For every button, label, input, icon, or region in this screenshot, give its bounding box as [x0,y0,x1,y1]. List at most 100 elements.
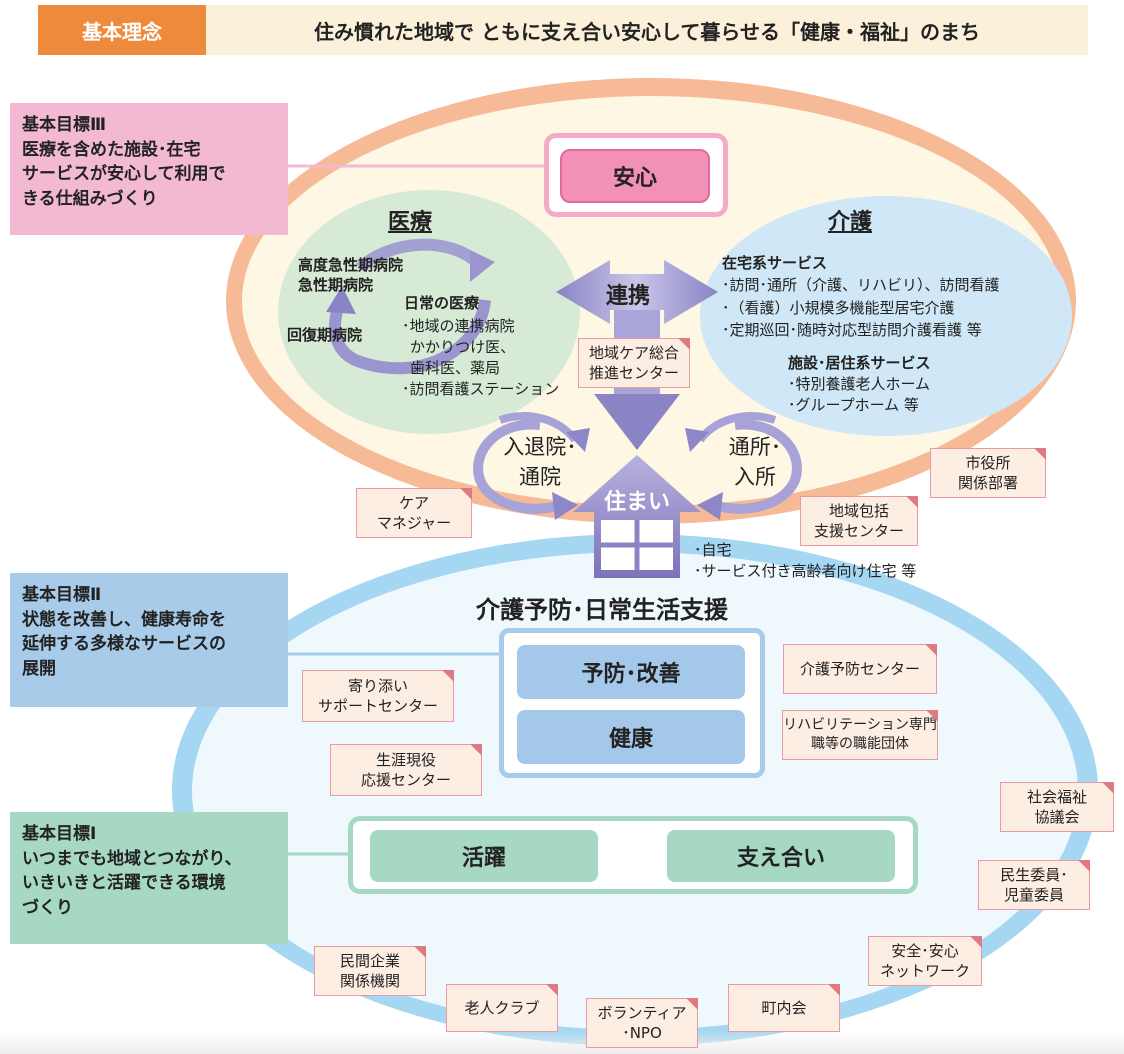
tag-line: 支援センター [813,522,904,540]
day-service-line: 通所･ [728,435,782,459]
daily-medical-item: かかりつけ医、 [410,338,516,356]
facility-services-title: 施設･居住系サービス [788,354,931,372]
prevention-center-tag: 介護予防センター [783,644,937,694]
admission-line: 入退院･ [503,435,577,459]
goal-2-line: 状態を改善し、健康寿命を [22,609,226,630]
goal-1-line: いきいきと活躍できる環境 [22,873,226,894]
tag-line: ケア [398,493,429,512]
goal-2-line: 延伸する多様なサービスの [22,634,226,655]
tag-line: 民生委員･ [1000,865,1068,884]
housing-list: ･自宅 ･サービス付き高齢者向け住宅 等 [694,540,916,582]
daily-medical-item: 歯科医、薬局 [410,359,501,377]
facility-services-list: ･特別養護老人ホーム ･グループホーム 等 [788,374,930,416]
prevention-improvement-box: 予防･改善 [517,645,745,699]
daily-medical-list: ･地域の連携病院 かかりつけ医、 歯科医、薬局 ･訪問看護ステーション [402,316,559,400]
volunteer-npo-tag: ボランティア ･NPO [586,998,698,1048]
goal-2-line: 基本目標Ⅱ [22,585,102,605]
acute-hospital-line: 高度急性期病院 [298,256,404,274]
tag-line: 関係機関 [339,972,400,990]
medical-cycle-arrow-bottom [329,298,491,375]
regional-support-center-tag: 地域包括 支援センター [800,496,918,546]
goal-2-box: 基本目標Ⅱ 状態を改善し、健康寿命を 延伸する多様なサービスの 展開 [10,573,288,707]
tag-line: ボランティア [597,1003,687,1022]
social-welfare-council-tag: 社会福祉 協議会 [1000,782,1114,832]
home-service-item: ･定期巡回･随時対応型訪問介護看護 等 [722,321,982,339]
facility-cycle-arrow [713,419,802,514]
goal-1-line: いつまでも地域とつながり、 [22,848,242,869]
home-services-list: ･訪問･通所（介護、リハビリ）、訪問看護 ･（看護）小規模多機能型居宅介護 ･定… [722,274,1000,342]
city-hall-tag: 市役所 関係部署 [930,448,1046,498]
daily-medical-title: 日常の医療 [404,294,480,312]
hospital-cycle-arrow [473,419,562,514]
lifelong-active-center-tag: 生涯現役 応援センター [330,744,482,796]
home-services-title: 在宅系サービス [722,254,828,272]
tag-line: 推進センター [588,364,679,382]
safety-network-tag: 安全･安心 ネットワーク [868,936,982,986]
acute-hospitals: 高度急性期病院 急性期病院 [298,255,403,296]
tag-line: マネジャー [376,514,452,532]
goal-3-box: 基本目標Ⅲ 医療を含めた施設･在宅 サービスが安心して利用で きる仕組みづくり [10,103,288,235]
welfare-commissioner-tag: 民生委員･ 児童委員 [978,860,1090,910]
mutual-support-box: 支え合い [667,830,895,882]
housing-item: ･サービス付き高齢者向け住宅 等 [694,562,917,580]
housing-label: 住まい [603,490,670,515]
goal-3-line: 医療を含めた施設･在宅 [22,139,201,160]
tag-line: サポートセンター [317,697,438,715]
goal-1-box: 基本目標Ⅰ いつまでも地域とつながり、 いきいきと活躍できる環境 づくり [10,812,288,944]
admission-label: 入退院･ 通院 [490,432,590,493]
home-service-item: ･訪問･通所（介護、リハビリ）、訪問看護 [722,276,1000,294]
philosophy-label: 基本理念 [38,5,206,55]
goal-3-line: きる仕組みづくり [22,188,158,209]
nursing-circle [700,196,1072,436]
tag-line: 安全･安心 [891,941,959,960]
goal-3-line: 基本目標Ⅲ [22,115,107,135]
bottom-fade [0,1030,1124,1054]
recovery-hospital: 回復期病院 [287,326,363,344]
tag-line: 老人クラブ [464,998,540,1017]
facility-service-item: ･グループホーム 等 [788,396,919,414]
private-companies-tag: 民間企業 関係機関 [314,946,426,996]
care-manager-tag: ケア マネジャー [356,488,472,538]
neighborhood-assoc-tag: 町内会 [728,984,840,1032]
tag-line: 町内会 [761,998,807,1017]
yorisoi-support-center-tag: 寄り添い サポートセンター [302,670,454,722]
goal-1-line: づくり [22,897,73,918]
health-box: 健康 [517,710,745,764]
tag-line: 地域ケア総合 [588,343,679,362]
acute-hospital-line: 急性期病院 [298,276,374,295]
tag-line: 児童委員 [1003,886,1064,904]
admission-line: 通院 [519,465,561,490]
tag-line: 地域包括 [828,501,889,520]
facility-service-item: ･特別養護老人ホーム [788,375,931,393]
tag-line: ･NPO [622,1024,662,1042]
day-service-line: 入所 [734,465,776,490]
tag-line: 寄り添い [347,676,408,695]
nursing-title: 介護 [828,210,873,235]
tag-line: 応援センター [360,771,451,789]
day-service-label: 通所･ 入所 [705,432,805,493]
tag-line: 職等の職能団体 [811,736,909,752]
goal-2-line: 展開 [22,658,56,679]
renkei-arrow [556,260,718,324]
tag-line: 社会福祉 [1026,787,1087,806]
tag-line: 市役所 [965,453,1011,472]
down-arrow-head [594,394,680,450]
tag-line: 関係部署 [957,474,1018,492]
daily-medical-item: ･地域の連携病院 [402,317,515,335]
goal-3-line: サービスが安心して利用で [22,164,226,185]
tag-line: リハビリテーション専門 [783,717,937,734]
daily-medical-item: ･訪問看護ステーション [402,380,560,398]
anshin-box: 安心 [560,149,710,203]
housing-item: ･自宅 [694,541,732,559]
tag-line: 民間企業 [339,951,400,970]
medical-title: 医療 [388,210,433,235]
philosophy-title: 住み慣れた地域で ともに支え合い安心して暮らせる「健康・福祉」のまち [206,5,1088,55]
medical-cycle-arrow-top [355,238,485,273]
goal-1-line: 基本目標Ⅰ [22,824,97,844]
prevention-title: 介護予防･日常生活支援 [476,596,728,624]
tag-line: 協議会 [1034,808,1080,826]
tag-line: 介護予防センター [799,659,920,678]
renkei-label: 連携 [606,284,651,309]
senior-club-tag: 老人クラブ [446,984,558,1032]
